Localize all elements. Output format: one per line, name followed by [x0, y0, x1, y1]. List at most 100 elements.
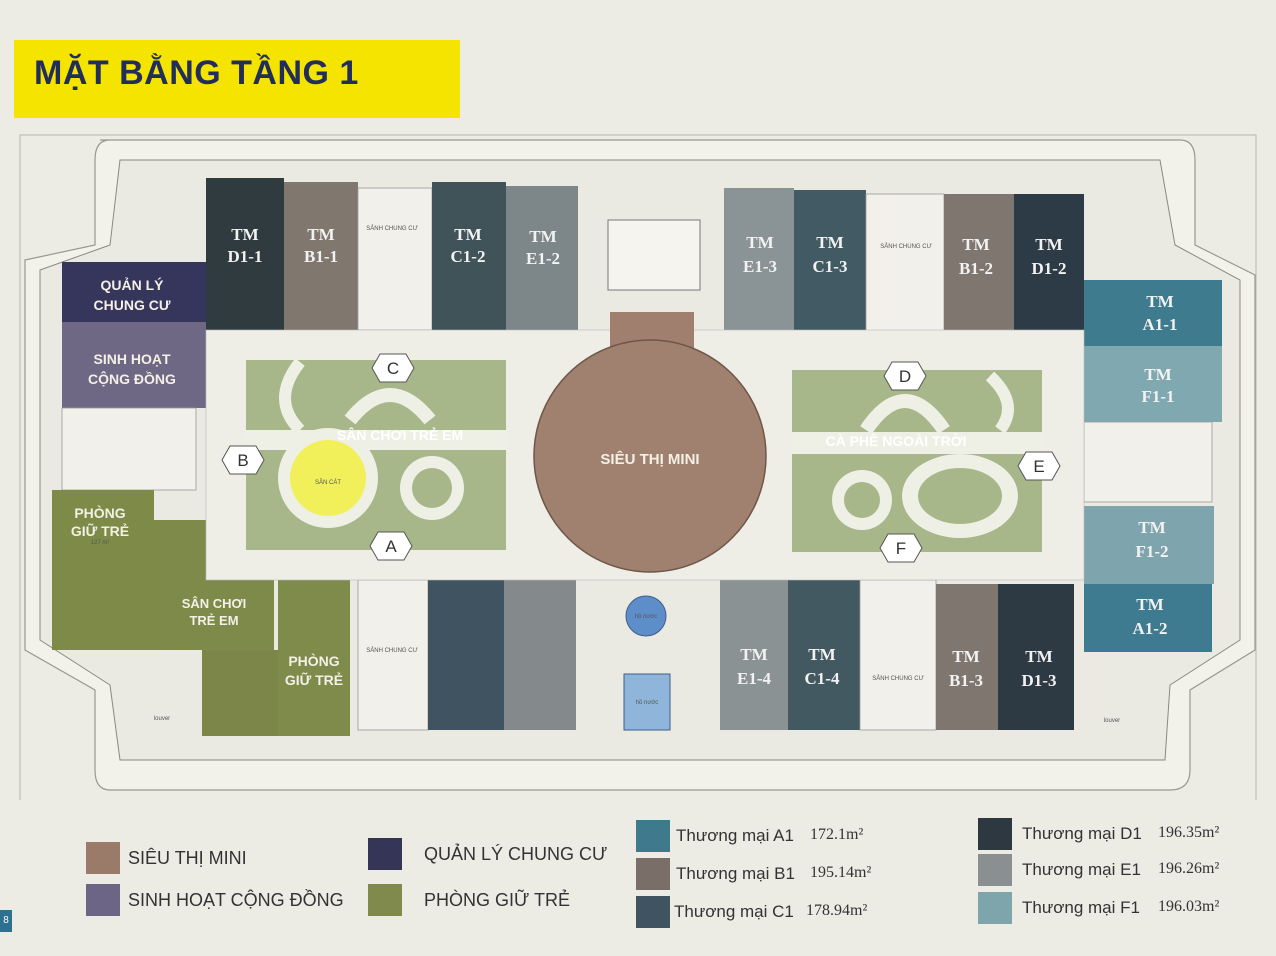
legend-label: Thương mại A1: [676, 826, 794, 845]
legend-area: 172.1m²: [810, 826, 864, 843]
fountain-top: [625, 595, 667, 637]
legend-label: Thương mại C1: [674, 902, 794, 921]
legend-label: Thương mại E1: [1022, 860, 1141, 879]
lobby-left: [61, 407, 197, 491]
legend-label: Thương mại F1: [1022, 898, 1140, 917]
fountain-bottom: [623, 673, 671, 731]
legend-area: 196.26m²: [1158, 860, 1220, 877]
unit-b1-2: [944, 194, 1014, 340]
legend-label: SINH HOẠT CỘNG ĐỒNG: [128, 890, 344, 910]
legend-swatch: [636, 820, 670, 852]
legend-swatch: [978, 854, 1012, 886]
legend-swatch: [86, 842, 120, 874]
lobby-bottom-left: [357, 579, 429, 731]
zone-sinh-hoat-cong-dong: [62, 322, 206, 408]
legend-swatch: [86, 884, 120, 916]
unit-d1-3: [998, 584, 1074, 730]
page-title: MẶT BẰNG TẦNG 1: [34, 54, 359, 92]
lobby-right: [1083, 421, 1213, 503]
legend-swatch: [636, 896, 670, 928]
legend-swatch: [368, 884, 402, 916]
sand-pit: [290, 440, 366, 516]
zone-sieu-thi-mini: [533, 339, 767, 573]
hex-marker-f: F: [879, 533, 923, 563]
hex-marker-d: D: [883, 361, 927, 391]
unit-b1-3: [936, 584, 998, 730]
unit-bottom-1: [428, 580, 504, 730]
label-louver-left: louver: [154, 716, 170, 722]
legend-swatch: [978, 892, 1012, 924]
svg-text:A: A: [385, 537, 397, 556]
legend-label: QUẢN LÝ CHUNG CƯ: [424, 844, 608, 864]
page-number: 8: [0, 910, 12, 932]
hex-marker-c: C: [371, 353, 415, 383]
unit-c1-3: [794, 190, 866, 338]
svg-text:E: E: [1033, 457, 1044, 476]
zone-kitchen: [202, 650, 278, 736]
hex-marker-a: A: [369, 531, 413, 561]
legend-label: SIÊU THỊ MINI: [128, 848, 247, 868]
svg-text:F: F: [896, 539, 906, 558]
label-area-127: 127 m²: [91, 540, 110, 546]
unit-a1-1: [1084, 280, 1222, 346]
title-band: MẶT BẰNG TẦNG 1: [14, 40, 460, 118]
zone-phong-giu-tre-2: [278, 578, 350, 736]
unit-bottom-2: [504, 580, 576, 730]
label-ho-nuoc-bottom: hồ nước: [636, 700, 659, 706]
unit-d1-1: [206, 178, 284, 330]
unit-e1-3: [724, 188, 794, 338]
unit-f1-2: [1084, 506, 1214, 584]
unit-c1-2: [432, 182, 506, 332]
restroom-block: [607, 219, 701, 291]
svg-text:B: B: [237, 451, 248, 470]
label-sanh-bottom-right: SẢNH CHUNG CƯ: [872, 675, 923, 682]
lobby-top-left: [357, 187, 433, 331]
label-sanh-bottom-left: SẢNH CHUNG CƯ: [366, 647, 417, 654]
unit-c1-4: [788, 580, 860, 730]
legend-label: Thương mại D1: [1022, 824, 1142, 843]
unit-e1-4: [720, 580, 788, 730]
label-ho-nuoc-top: hồ nước: [635, 614, 658, 620]
legend-area: 195.14m²: [810, 864, 872, 881]
legend-area: 196.03m²: [1158, 898, 1220, 915]
unit-b1-1: [284, 182, 358, 330]
legend-label: PHÒNG GIỮ TRẺ: [424, 890, 571, 910]
hex-marker-e: E: [1017, 451, 1061, 481]
zone-quan-ly-chung-cu: [62, 262, 206, 322]
label-sieu-thi: SIÊU THỊ MINI: [600, 450, 699, 468]
lobby-bottom-right: [859, 579, 937, 731]
svg-text:C: C: [387, 359, 399, 378]
unit-e1-2: [506, 186, 578, 332]
label-san-choi-plaza: SÂN CHƠI TRẺ EM: [337, 426, 463, 443]
svg-text:D: D: [899, 367, 911, 386]
zone-phong-giu-tre-1: [52, 490, 154, 650]
label-sanh-top-right: SẢNH CHUNG CƯ: [880, 243, 931, 250]
label-ca-phe: CÀ PHÊ NGOÀI TRỜI: [825, 432, 966, 449]
legend-area: 178.94m²: [806, 902, 868, 919]
legend-swatch: [636, 858, 670, 890]
unit-f1-1: [1084, 346, 1222, 422]
unit-a1-2: [1084, 584, 1212, 652]
hex-marker-b: B: [221, 445, 265, 475]
legend-swatch: [368, 838, 402, 870]
